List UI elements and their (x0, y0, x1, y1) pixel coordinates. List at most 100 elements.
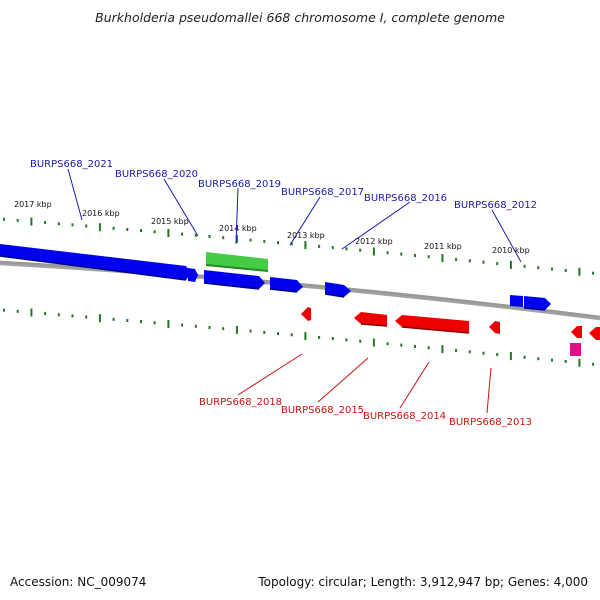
gene-label-forward[interactable]: BURPS668_2019 (198, 179, 281, 190)
minor-tick (482, 260, 485, 264)
kbp-label: 2013 kbp (287, 231, 325, 240)
kbp-label: 2010 kbp (492, 246, 530, 255)
major-tick (235, 234, 238, 243)
minor-tick (537, 266, 540, 270)
gene-feature-forward (203, 282, 260, 290)
gene-feature-reverse[interactable] (395, 315, 469, 333)
minor-tick (386, 251, 389, 255)
minor-tick (181, 232, 184, 236)
minor-tick (140, 229, 142, 233)
minor-tick (523, 264, 526, 268)
gene-label-reverse[interactable]: BURPS668_2015 (281, 405, 364, 416)
major-tick (167, 229, 170, 237)
major-tick (235, 325, 238, 334)
gene-feature-reverse[interactable] (489, 321, 500, 334)
minor-tick (126, 228, 129, 231)
minor-tick (85, 315, 88, 319)
minor-tick (523, 355, 526, 359)
minor-tick (290, 333, 293, 337)
lower-tick-rail (3, 308, 595, 367)
gene-feature-reverse[interactable] (571, 326, 582, 338)
gene-label-forward[interactable]: BURPS668_2020 (115, 169, 198, 180)
rna-gene-feature[interactable] (205, 252, 269, 272)
minor-tick (318, 244, 321, 248)
minor-tick (181, 323, 184, 327)
gene-feature-forward[interactable] (188, 268, 198, 282)
minor-tick (551, 267, 553, 271)
major-tick (98, 223, 101, 232)
minor-tick (496, 262, 499, 266)
gene-label-forward[interactable]: BURPS668_2016 (364, 193, 447, 204)
minor-tick (71, 314, 74, 318)
gene-label-forward[interactable]: BURPS668_2017 (281, 187, 364, 198)
minor-tick (263, 239, 266, 243)
forward-strand-genes (0, 244, 551, 311)
minor-tick (3, 217, 5, 221)
genome-stats-label: Topology: circular; Length: 3,912,947 bp… (258, 575, 588, 589)
gene-feature-reverse[interactable] (589, 327, 600, 340)
gene-feature-forward[interactable] (270, 277, 303, 292)
minor-tick (3, 308, 5, 312)
minor-tick (359, 248, 362, 252)
minor-tick (331, 246, 334, 250)
gene-feature-reverse[interactable] (354, 312, 387, 326)
minor-tick (564, 359, 567, 363)
minor-tick (496, 353, 499, 357)
major-tick (304, 241, 307, 250)
chromosome-backbone (0, 260, 600, 321)
gene-feature-forward[interactable] (0, 244, 191, 280)
minor-tick (427, 255, 430, 259)
minor-tick (551, 358, 553, 362)
minor-tick (57, 222, 60, 226)
major-tick (509, 260, 512, 269)
minor-tick (414, 345, 416, 348)
gene-label-reverse[interactable]: BURPS668_2014 (363, 411, 446, 422)
minor-tick (249, 329, 252, 333)
gene-label-reverse[interactable]: BURPS668_2013 (449, 417, 532, 428)
minor-tick (468, 259, 471, 263)
major-tick (98, 314, 101, 323)
kbp-label: 2015 kbp (151, 217, 189, 226)
gene-feature-forward (0, 255, 187, 281)
minor-tick (44, 221, 47, 225)
gene-label-forward[interactable]: BURPS668_2021 (30, 159, 113, 170)
minor-tick (564, 268, 567, 272)
minor-tick (208, 326, 211, 329)
minor-tick (455, 258, 458, 261)
gene-feature-forward[interactable] (524, 296, 551, 310)
major-tick (441, 254, 444, 263)
gene-feature-forward (269, 288, 298, 293)
minor-tick (345, 338, 348, 342)
kbp-label: 2017 kbp (14, 200, 52, 209)
minor-tick (112, 317, 115, 321)
gene-label-forward[interactable]: BURPS668_2012 (454, 200, 537, 211)
upper-tick-rail (3, 217, 595, 276)
minor-tick (16, 309, 19, 313)
minor-tick (414, 254, 416, 257)
kbp-label: 2011 kbp (424, 242, 462, 251)
minor-tick (85, 224, 88, 228)
minor-tick (44, 312, 47, 316)
minor-tick (140, 320, 142, 324)
minor-tick (427, 346, 430, 350)
gene-feature-forward[interactable] (325, 282, 351, 297)
minor-tick (331, 337, 334, 341)
gene-feature-reverse (401, 326, 470, 334)
minor-tick (537, 357, 540, 361)
minor-tick (222, 327, 225, 331)
gene-feature-reverse[interactable] (301, 307, 311, 321)
minor-tick (57, 313, 60, 317)
gene-label-reverse[interactable]: BURPS668_2018 (199, 397, 282, 408)
minor-tick (126, 319, 129, 322)
forward-label-leaders (67, 168, 522, 263)
gene-feature-forward[interactable] (510, 295, 523, 307)
pseudogene-feature[interactable] (570, 343, 581, 356)
minor-tick (468, 350, 471, 354)
minor-tick (455, 349, 458, 352)
gene-feature-forward (523, 307, 546, 311)
minor-tick (249, 238, 252, 242)
minor-tick (482, 351, 485, 355)
minor-tick (277, 241, 279, 245)
